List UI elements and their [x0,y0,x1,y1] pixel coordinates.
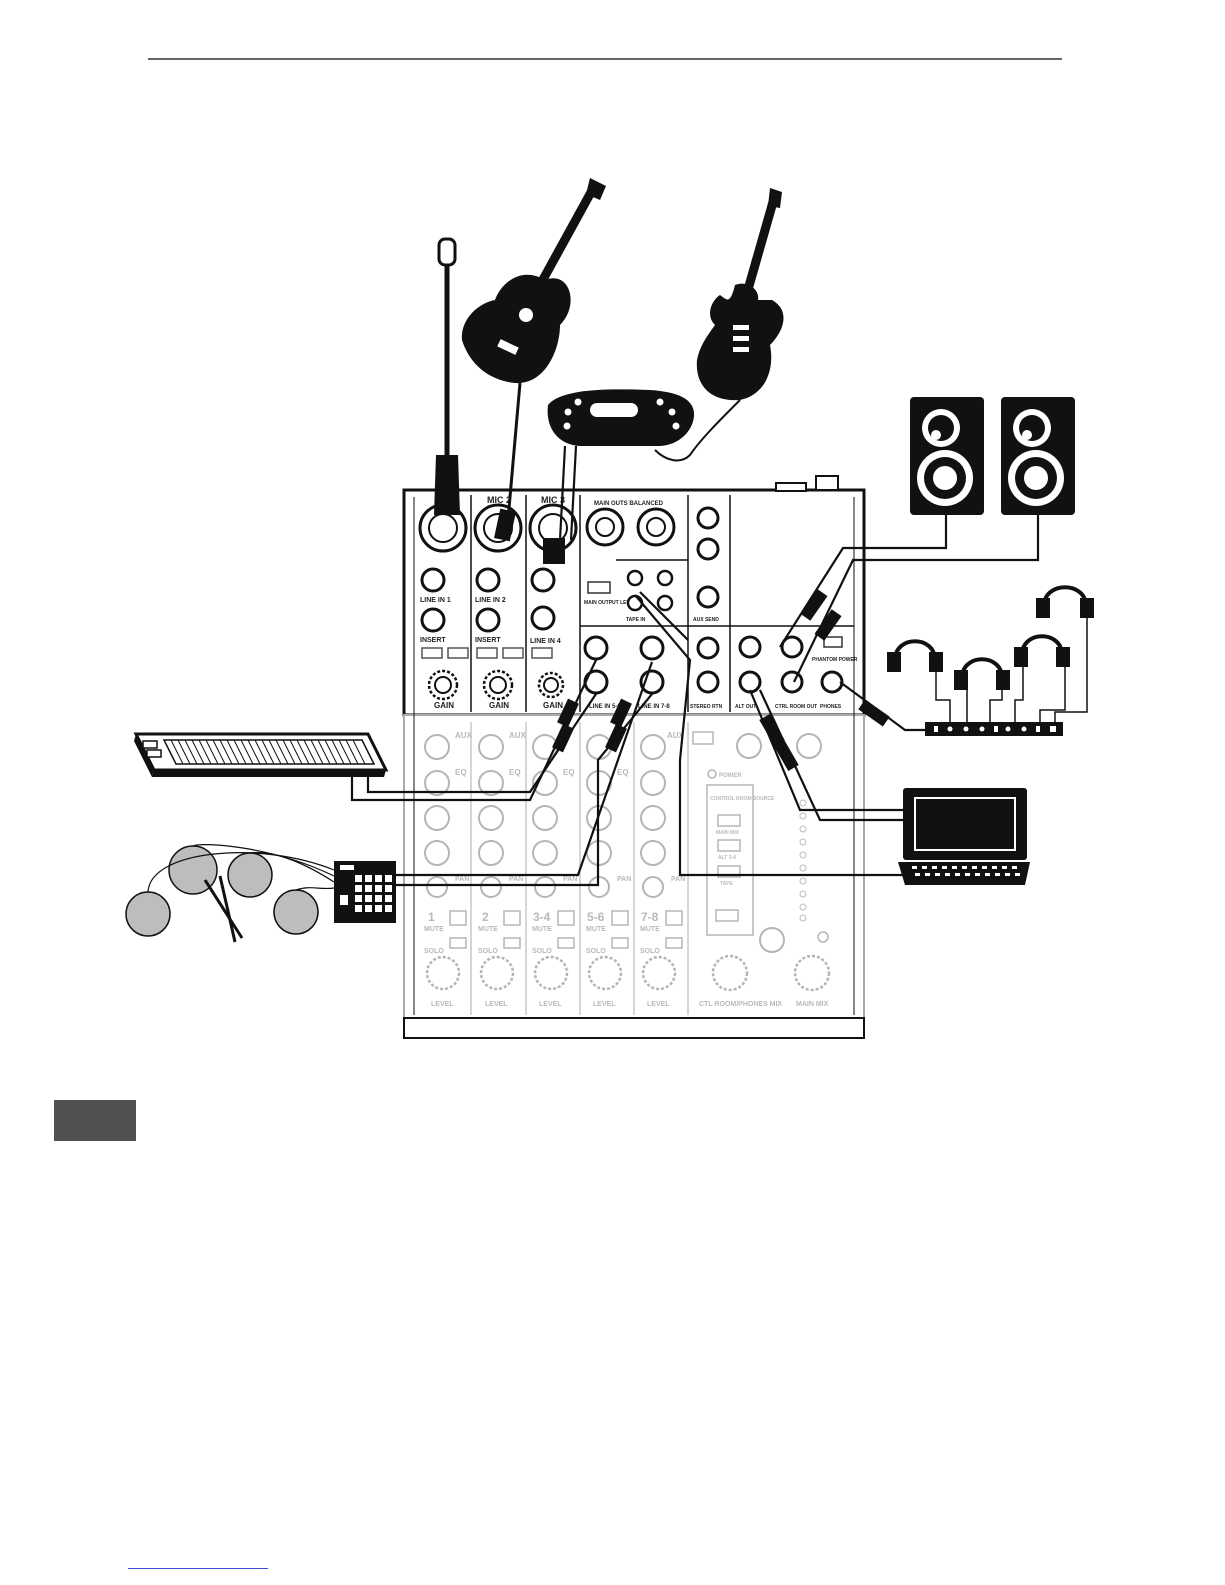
alt-out-label: ALT OUT [735,704,756,710]
mute-label-4: MUTE [586,926,606,933]
channel-number-2: 2 [482,910,489,924]
output-jacks[interactable] [738,635,844,694]
mixer-rear-knob [815,475,839,491]
stereo-line-jacks[interactable] [583,635,720,695]
mute-solo-buttons[interactable] [449,910,683,949]
mute-label-3: MUTE [532,926,552,933]
drum-pads-icon [125,845,319,943]
level-label-5: LEVEL [647,1001,670,1008]
pan-label-1: PAN [455,876,469,883]
eq-label-4: EQ [617,768,629,777]
stereo-rtn-label: STEREO RTN [690,704,723,710]
ch2-gain-label: GAIN [489,701,509,710]
ch2-name: MIC 2 [487,495,511,505]
ch1-line-in-label: LINE IN 1 [420,597,451,604]
tape-label: TAPE IN [626,617,646,623]
studio-monitor-right-icon [1001,397,1075,515]
aux-send-label: AUX SEND [693,617,719,623]
pan-label-5: PAN [671,876,685,883]
mute-label-2: MUTE [478,926,498,933]
level-label-2: LEVEL [485,1001,508,1008]
main-mix-label: MAIN MIX [796,1001,829,1008]
aux-label-1: AUX [455,731,473,740]
studio-monitor-left-icon [910,397,984,515]
ch1-insert-label: INSERT [420,637,446,644]
stereo-in-label-1: LINE IN 5-6 [589,704,621,710]
line-in-jacks[interactable] [420,567,556,633]
xlr-input-ch1[interactable] [418,503,468,553]
channel-number-5: 7-8 [641,910,659,924]
ch2-line-in-label: LINE IN 2 [475,597,506,604]
headphones-icon [887,585,1094,690]
eq-label-2: EQ [509,768,521,777]
headphone-amp-icon [925,722,1063,736]
mixer-front-edge [403,1017,865,1039]
ch3-gain-label: GAIN [543,701,563,710]
footer-link[interactable] [128,1568,268,1569]
keyboard-icon [133,732,389,777]
mute-label-5: MUTE [640,926,660,933]
solo-label-4: SOLO [586,948,606,955]
power-label: POWER [719,773,742,779]
acoustic-guitar-icon [461,178,606,521]
section-tab [54,1100,136,1141]
level-label-1: LEVEL [431,1001,454,1008]
electric-guitar-icon [654,188,784,462]
effects-pedal-icon [547,389,695,446]
phantom-label: PHANTOM POWER [812,657,858,663]
ch1-gain-label: GAIN [434,701,454,710]
solo-label-3: SOLO [532,948,552,955]
ch3-name: MIC 3 [541,495,565,505]
aux-label-3: AUX [667,731,685,740]
source-main-mix: MAIN MIX [716,830,740,836]
eq-label-3: EQ [563,768,575,777]
gain-knobs[interactable] [427,669,565,701]
channel-number-1: 1 [428,910,435,924]
level-label-4: LEVEL [593,1001,616,1008]
laptop-icon [898,788,1030,885]
ctrl-room-out-label: CTRL ROOM OUT [775,704,817,710]
main-out-xlr[interactable] [585,507,676,547]
level-label-3: LEVEL [539,1001,562,1008]
source-alt-34: ALT 3-4 [718,855,736,861]
master-knobs[interactable] [711,954,831,992]
source-tape: TAPE [720,881,734,887]
mute-label-1: MUTE [424,926,444,933]
microphone-icon [434,237,460,515]
level-knobs[interactable] [425,955,677,991]
phones-label: PHONES [820,704,842,710]
aux-jacks[interactable] [696,506,720,609]
channel-number-3: 3-4 [533,910,551,924]
ch2-insert-label: INSERT [475,637,501,644]
mixer-rear-connector [775,482,807,492]
drum-machine-icon [334,861,396,923]
channel-number-4: 5-6 [587,910,605,924]
pan-label-2: PAN [509,876,523,883]
solo-label-2: SOLO [478,948,498,955]
ch3-line-in-label: LINE IN 4 [530,638,561,645]
eq-label-1: EQ [455,768,467,777]
solo-label-5: SOLO [640,948,660,955]
solo-label-1: SOLO [424,948,444,955]
control-room-source-label: CONTROL ROOM SOURCE [710,796,775,802]
stereo-in-label-2: LINE IN 7-8 [638,704,670,710]
mixer: MIC 2 MIC 3 LINE IN 1 LINE IN 2 LINE IN … [402,475,866,1039]
pan-label-4: PAN [617,876,631,883]
aux-label-2: AUX [509,731,527,740]
main-outs-label: MAIN OUTS BALANCED [594,501,664,507]
main-output-level-label: MAIN OUTPUT LEVEL [584,600,636,606]
cable-plugs [494,508,890,771]
pan-label-3: PAN [563,876,577,883]
ctl-room-mix-label: CTL ROOM/PHONES MIX [699,1001,782,1008]
